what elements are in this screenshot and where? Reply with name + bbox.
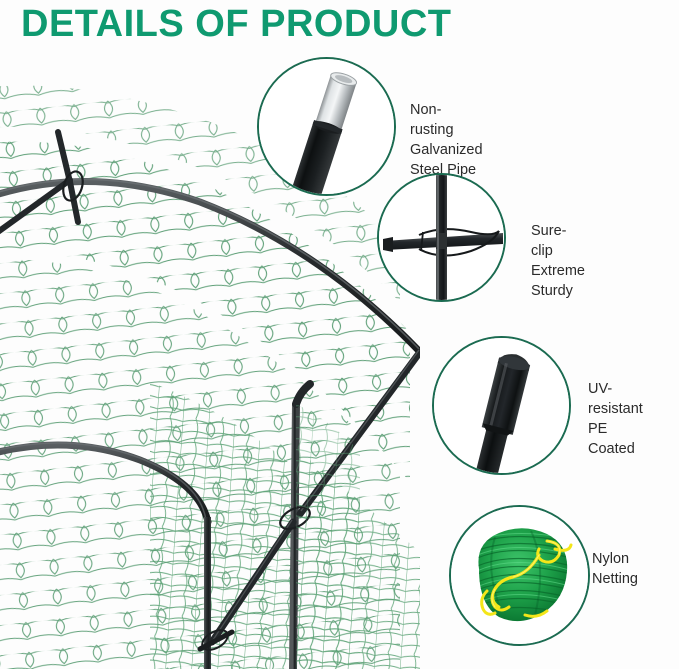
callout-label-nylon-netting: Nylon Netting <box>592 551 638 587</box>
page-title: DETAILS OF PRODUCT <box>21 3 452 45</box>
callout-label-sure-clip: Sure-clip Extreme Sturdy <box>531 223 585 299</box>
sure-clip-connector-photo <box>377 173 506 302</box>
pe-coated-pipe-photo <box>432 336 571 475</box>
nylon-netting-bundle-photo <box>449 505 590 646</box>
callout-label-galvanized-steel-pipe: Non-rusting Galvanized Steel Pipe <box>410 102 483 178</box>
callout-label-uv-resistant-pe-coated: UV-resistant PE Coated <box>588 381 643 457</box>
galvanized-steel-pipe-photo <box>257 57 396 196</box>
